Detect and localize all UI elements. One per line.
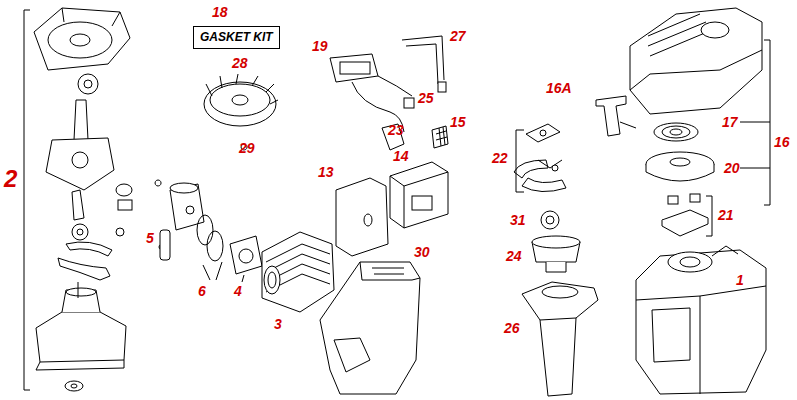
spark-screen: [432, 126, 448, 148]
engine-assembly: [636, 246, 766, 394]
callout-number: 16: [774, 134, 790, 150]
terminal: [404, 98, 414, 108]
callout-number: 24: [506, 248, 522, 264]
callout-number: 13: [318, 164, 334, 180]
pawl: [662, 194, 708, 236]
callout-number: 20: [724, 160, 740, 176]
seal-ring: [58, 258, 110, 280]
callout-number: 19: [312, 38, 328, 54]
muffler-plate: [336, 178, 388, 256]
callout-number: 27: [450, 28, 466, 44]
clutch-drum: [532, 236, 580, 272]
callout-number: 22: [492, 150, 508, 166]
bearing: [541, 211, 559, 229]
bracket: [706, 40, 770, 236]
callout-number: 16A: [546, 80, 572, 96]
wire: [402, 36, 446, 92]
crankcase-lower: [36, 282, 126, 370]
callout-number: 30: [414, 244, 430, 260]
engine-cover: [320, 262, 420, 394]
kit-label: GASKET KIT: [200, 30, 273, 44]
flywheel-fan: [204, 74, 278, 150]
recoil-spring: [654, 123, 698, 141]
gasket: [230, 236, 262, 282]
bearing: [78, 74, 98, 94]
callout-number: 5: [146, 230, 154, 246]
starter-pulley: [646, 152, 714, 181]
callout-number: 18: [212, 4, 228, 20]
clutch: [514, 124, 566, 192]
gear-housing: [522, 282, 598, 396]
callout-number: 3: [274, 316, 282, 332]
callout-number: 4: [234, 283, 242, 299]
callout-number: 17: [722, 114, 738, 130]
callout-number: 21: [718, 207, 734, 223]
ignition-coil: [330, 54, 412, 150]
starter-handle: [596, 96, 636, 136]
callout-number: 29: [239, 140, 255, 156]
callout-number: 2: [4, 166, 17, 192]
kit-box: GASKET KIT: [193, 26, 280, 49]
piston: [155, 180, 204, 260]
muffler: [390, 162, 448, 228]
bearing: [66, 224, 124, 256]
callout-number: 28: [232, 55, 248, 71]
crankcase-upper: [34, 8, 130, 70]
cylinder: [262, 232, 334, 312]
callout-number: 15: [450, 114, 466, 130]
callout-number: 1: [736, 272, 744, 288]
callout-number: 6: [198, 283, 206, 299]
callout-number: 23: [388, 122, 404, 138]
piston-ring: [197, 215, 223, 280]
crankshaft: [46, 100, 132, 220]
callout-number: 25: [418, 90, 434, 106]
bracket: [24, 10, 30, 390]
recoil-cover: [630, 8, 762, 114]
seal: [65, 381, 83, 391]
callout-number: 26: [504, 320, 520, 336]
callout-number: 31: [510, 212, 526, 228]
callout-number: 14: [393, 148, 409, 164]
